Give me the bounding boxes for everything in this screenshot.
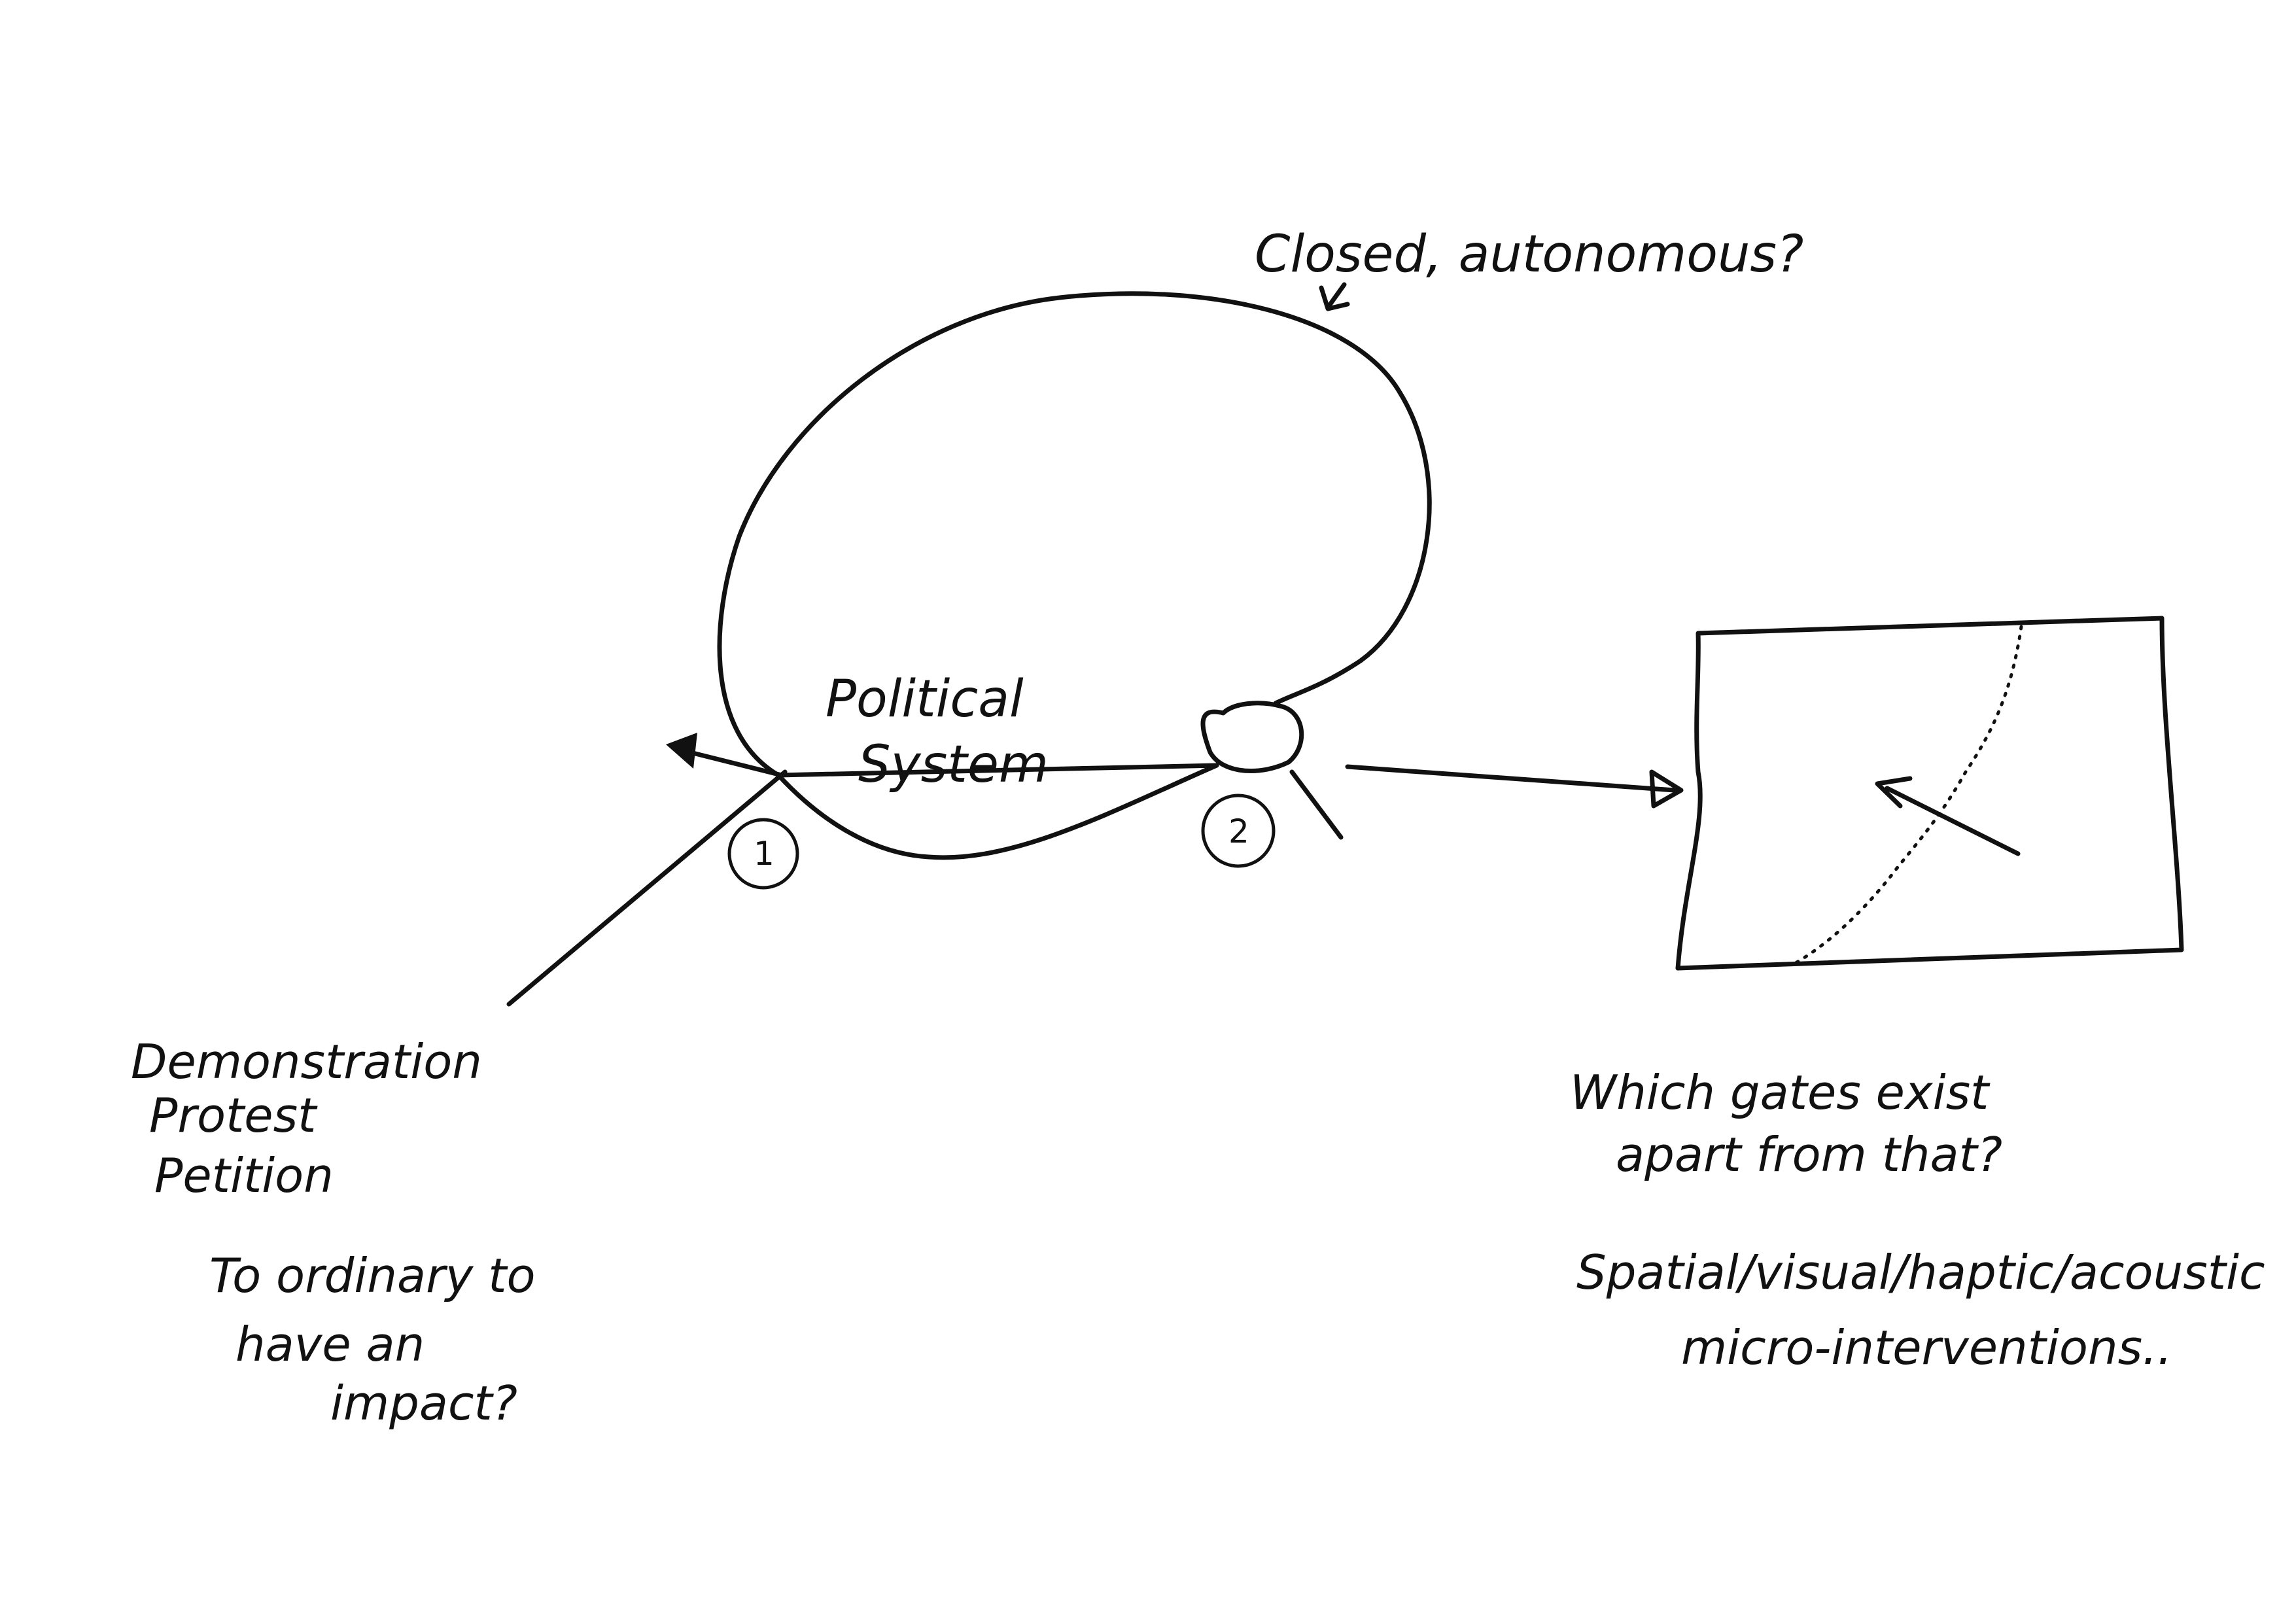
gate-1-line <box>506 769 788 1007</box>
left-list-item-1: Demonstration <box>131 1034 482 1089</box>
interventions-box <box>1675 616 2184 971</box>
left-question-line2: have an <box>235 1317 425 1372</box>
gate-2-number: 2 <box>1228 812 1249 850</box>
right-list-line1: Spatial/visual/haptic/acoustic <box>1576 1245 2265 1300</box>
box-inner-arrow <box>1885 786 2021 856</box>
gate-2-to-box-arrow <box>1345 764 1677 793</box>
gate-2-line <box>1289 769 1344 840</box>
gate-1-arrow-head <box>666 733 697 769</box>
left-list-item-3: Petition <box>154 1148 334 1203</box>
left-list-item-2: Protest <box>149 1088 318 1143</box>
gate-2-bulb <box>1200 701 1304 773</box>
box-inner-arrow-head <box>1875 776 1913 809</box>
political-system-shape <box>717 291 1432 860</box>
top-question: Closed, autonomous? <box>1255 225 1803 284</box>
right-question-line1: Which gates exist <box>1570 1065 1991 1120</box>
system-label-line2: System <box>858 735 1049 794</box>
gate-1-arrow <box>687 750 784 778</box>
gate-1-number: 1 <box>754 835 774 873</box>
gate-1-circle <box>727 818 799 890</box>
gate-2-circle <box>1201 794 1276 868</box>
left-question-line1: To ordinary to <box>209 1248 536 1303</box>
box-dotted-boundary <box>1794 625 2023 965</box>
right-list-line2: micro-interventions.. <box>1681 1320 2172 1375</box>
top-pointer-arrow <box>1325 282 1347 310</box>
left-question-line3: impact? <box>330 1376 517 1431</box>
system-label-line1: Political <box>826 670 1024 729</box>
gate-2-to-box-arrow-head <box>1649 769 1684 809</box>
right-question-line2: apart from that? <box>1616 1127 2002 1182</box>
top-pointer-arrow-head <box>1319 285 1350 311</box>
